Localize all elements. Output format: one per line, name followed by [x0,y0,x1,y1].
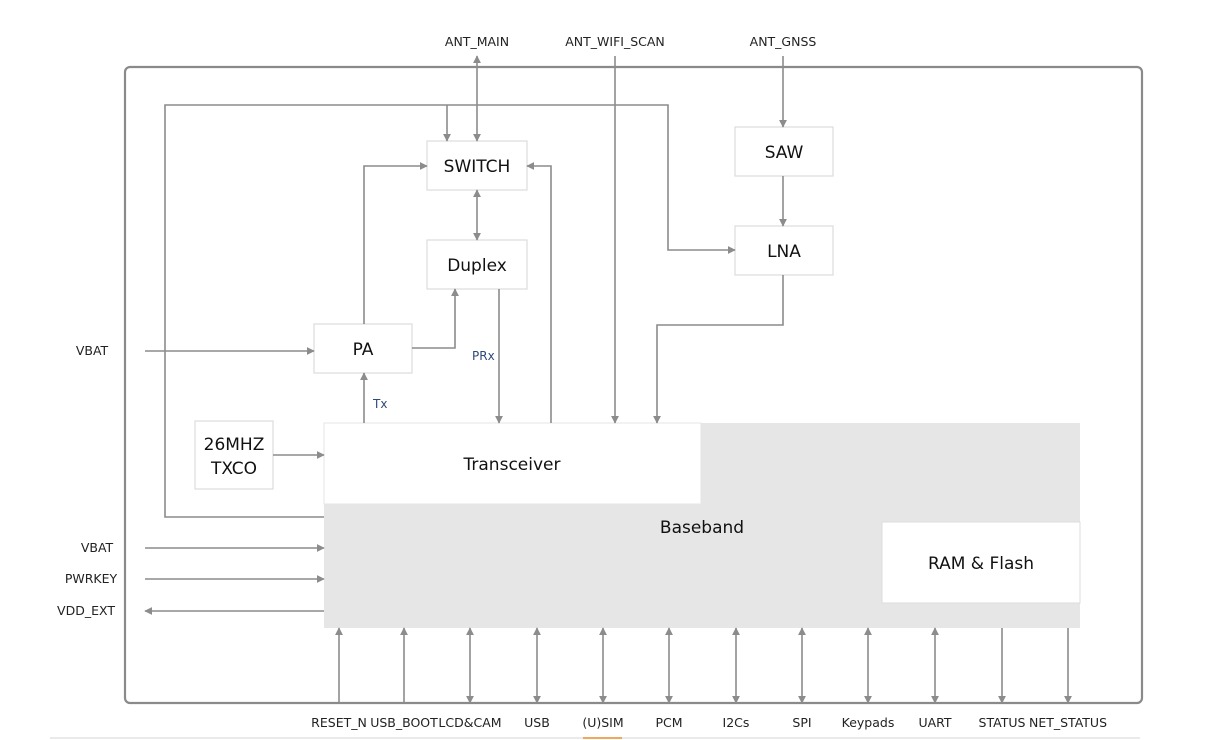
connections [144,55,787,615]
pin-label: USB [524,715,550,730]
duplex-label: Duplex [447,256,507,276]
txco-block [194,420,274,490]
baseband-label: Baseband [660,518,744,538]
tx-label: Tx [372,397,387,411]
prx-label: PRx [472,349,495,363]
ant-wifi-scan-label: ANT_WIFI_SCAN [565,34,665,49]
ant-gnss-label: ANT_GNSS [750,34,817,49]
pin-label: USB_BOOT [370,715,438,730]
pin-label: PCM [655,715,682,730]
saw-label: SAW [765,143,804,163]
vbat-pa-label: VBAT [76,343,109,358]
pin-label: LCD&CAM [438,715,501,730]
ram-flash-block [881,521,1081,604]
transceiver-block [323,422,702,505]
pin-label: RESET_N [311,715,367,730]
pin-label: I2Cs [723,715,750,730]
pin-label: SPI [792,715,811,730]
duplex-block [426,239,528,290]
txco-label-line2: TXCO [210,459,257,479]
pin-label: (U)SIM [582,715,623,730]
pin-label: UART [918,715,951,730]
pwrkey-label: PWRKEY [65,571,118,586]
pa-label: PA [353,340,374,360]
ant-main-label: ANT_MAIN [445,34,509,49]
pin-label: STATUS [979,715,1026,730]
saw-block [734,126,834,177]
vbat-label: VBAT [81,540,114,555]
transceiver-label: Transceiver [463,455,561,475]
pin-label: Keypads [842,715,895,730]
module-outline [123,65,1144,705]
lna-label: LNA [767,242,801,262]
ram-flash-label: RAM & Flash [928,554,1034,574]
switch-label: SWITCH [444,157,511,177]
txco-label-line1: 26MHZ [204,435,265,455]
pin-label: NET_STATUS [1029,715,1107,730]
vdd-ext-label: VDD_EXT [57,603,115,618]
